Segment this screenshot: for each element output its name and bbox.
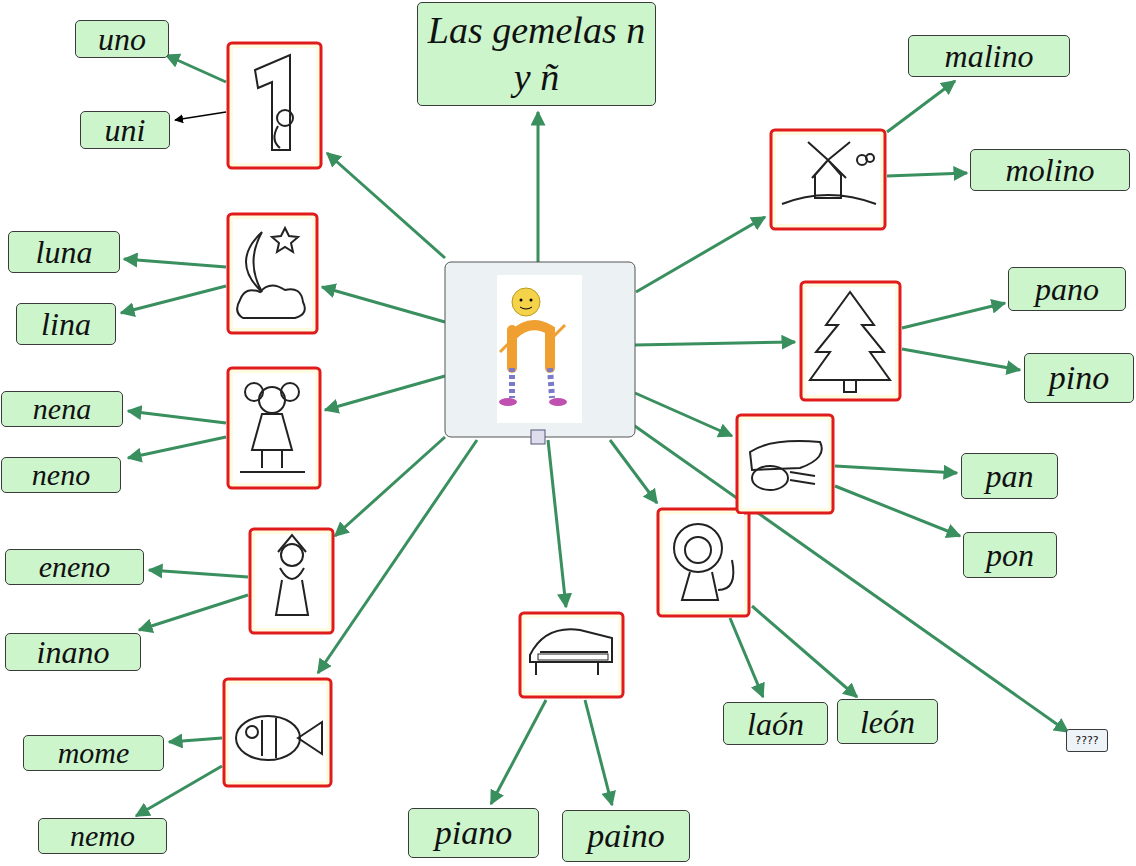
arrow — [175, 112, 226, 120]
word-text: pan — [986, 460, 1034, 492]
illustrations — [236, 55, 890, 760]
word-box: pon — [963, 532, 1057, 578]
word-box: mome — [23, 735, 164, 771]
word-box: eneno — [5, 549, 144, 585]
word-text: nena — [33, 394, 91, 424]
word-text: uno — [98, 23, 146, 55]
note-icon — [531, 430, 545, 444]
word-box: neno — [1, 457, 121, 493]
word-box: uno — [75, 20, 169, 58]
center-picture — [497, 275, 582, 423]
word-box: nemo — [38, 818, 167, 854]
word-text: mome — [58, 738, 130, 768]
word-box: lina — [16, 303, 116, 345]
word-text: león — [860, 706, 915, 738]
word-text: eneno — [39, 552, 111, 582]
word-text: piano — [435, 816, 512, 850]
word-text: pon — [986, 539, 1034, 571]
word-box: paino — [562, 810, 690, 862]
word-box: pino — [1024, 353, 1134, 403]
title-box: Las gemelas n y ñ — [417, 2, 656, 106]
word-box: león — [837, 699, 938, 744]
word-box: pan — [961, 453, 1058, 499]
word-box: ???? — [1066, 729, 1108, 752]
picture-frames — [224, 43, 900, 786]
word-text: ???? — [1075, 735, 1098, 746]
word-text: uni — [105, 114, 146, 146]
word-box: inano — [5, 633, 141, 671]
word-box: nena — [1, 391, 123, 427]
center-box — [445, 262, 635, 437]
title-text: Las gemelas n y ñ — [425, 7, 648, 102]
word-text: nemo — [70, 821, 135, 851]
word-text: malino — [945, 40, 1034, 72]
word-box: laón — [723, 702, 828, 745]
word-box: uni — [80, 111, 170, 149]
word-box: luna — [8, 231, 120, 273]
word-text: paino — [587, 819, 664, 853]
word-text: lina — [41, 308, 91, 340]
word-text: laón — [747, 708, 804, 740]
word-text: pino — [1049, 361, 1109, 395]
word-text: pano — [1035, 273, 1099, 305]
word-text: luna — [36, 236, 93, 268]
word-box: pano — [1008, 267, 1126, 311]
letter-n-character — [499, 288, 567, 406]
word-text: neno — [32, 460, 90, 490]
word-text: inano — [37, 636, 110, 668]
word-box: malino — [908, 35, 1070, 77]
word-text: molino — [1006, 154, 1095, 186]
word-box: piano — [408, 808, 539, 858]
word-box: molino — [970, 149, 1130, 191]
